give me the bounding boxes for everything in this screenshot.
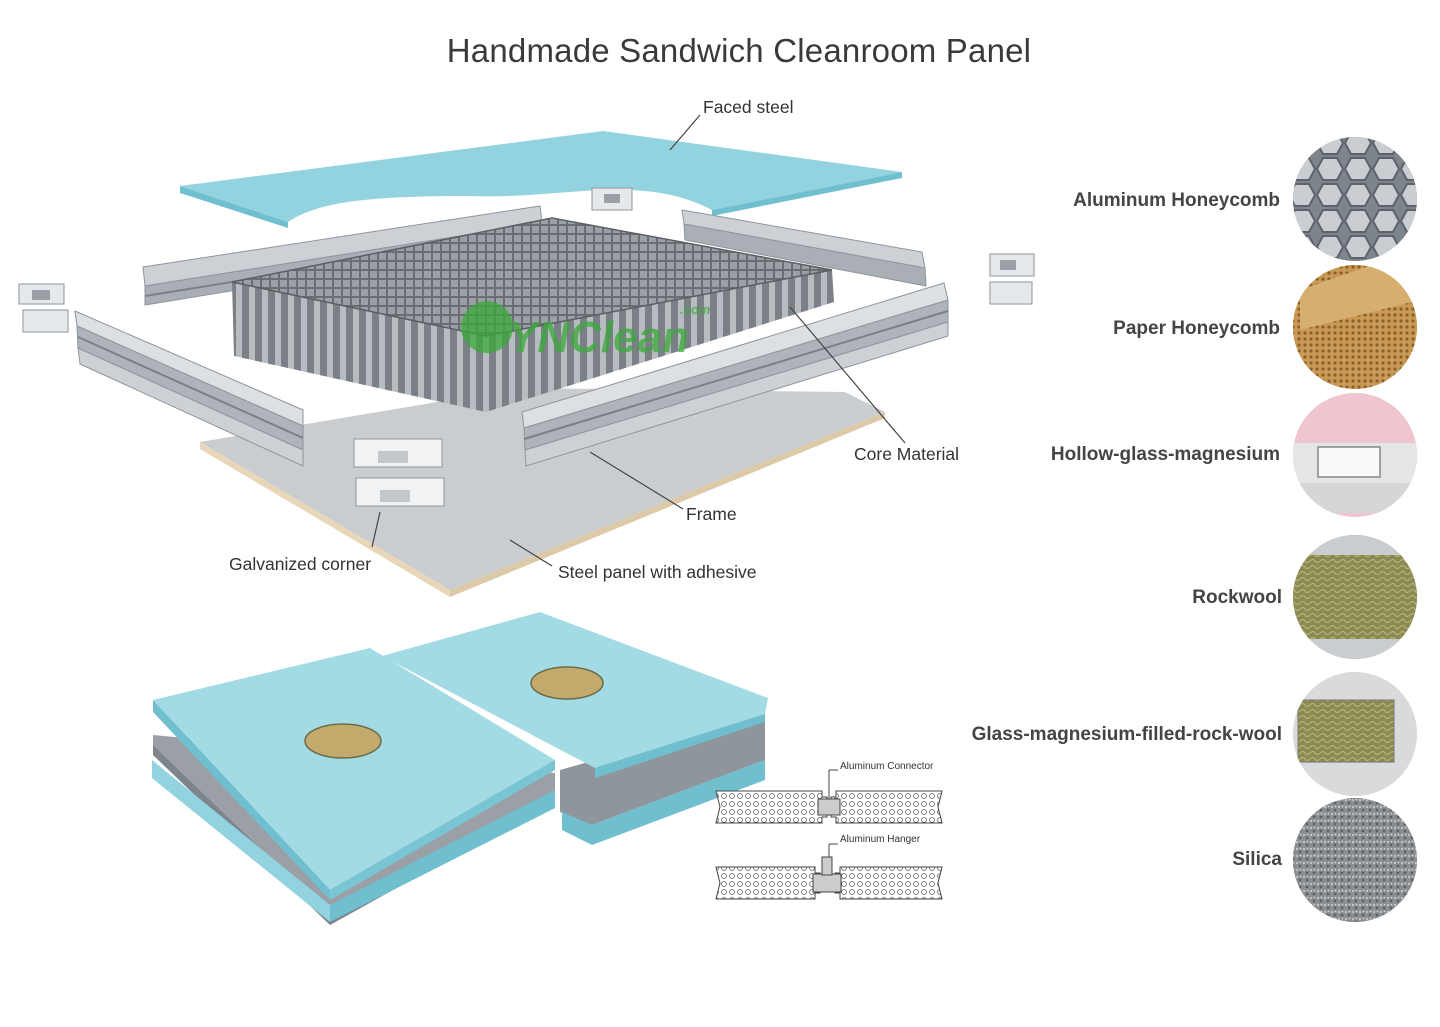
material-rockwool: Rockwool bbox=[1192, 535, 1417, 659]
corner-piece-left bbox=[18, 283, 69, 333]
material-silica: Silica bbox=[1232, 798, 1417, 922]
svg-text:Paper Honeycomb: Paper Honeycomb bbox=[1113, 318, 1280, 339]
corner-piece-right bbox=[989, 253, 1035, 305]
svg-text:Rockwool: Rockwool bbox=[1192, 587, 1282, 608]
page-title: Handmade Sandwich Cleanroom Panel bbox=[446, 32, 1032, 69]
label-frame: Frame bbox=[686, 504, 737, 524]
core-block bbox=[231, 217, 834, 412]
svg-text:Glass-magnesium-filled-rock-wo: Glass-magnesium-filled-rock-wool bbox=[972, 724, 1282, 745]
svg-text:Silica: Silica bbox=[1232, 849, 1282, 870]
label-aluminum-connector: Aluminum Connector bbox=[840, 761, 934, 772]
frame-rail-right-front bbox=[521, 282, 949, 467]
corner-piece-top bbox=[591, 187, 633, 211]
corner-piece-front bbox=[353, 438, 445, 507]
hanger-section: Aluminum Hanger bbox=[715, 834, 943, 900]
svg-text:Hollow-glass-magnesium: Hollow-glass-magnesium bbox=[1051, 444, 1280, 465]
watermark: YNClean .com bbox=[461, 301, 711, 362]
svg-text:Aluminum Honeycomb: Aluminum Honeycomb bbox=[1073, 190, 1280, 211]
label-faced-steel: Faced steel bbox=[703, 97, 793, 117]
svg-text:YNClean: YNClean bbox=[508, 313, 689, 362]
label-galvanized-corner: Galvanized corner bbox=[229, 554, 371, 574]
label-aluminum-hanger: Aluminum Hanger bbox=[840, 834, 921, 845]
label-steel-panel: Steel panel with adhesive bbox=[558, 562, 756, 582]
frame-rail-right-back bbox=[681, 209, 927, 287]
material-paper-honeycomb: Paper Honeycomb bbox=[1113, 265, 1417, 389]
material-aluminum-honeycomb: Aluminum Honeycomb bbox=[1073, 137, 1417, 261]
connector-section: Aluminum Connector bbox=[715, 761, 943, 824]
material-glass-magnesium-filled-rock-wool: Glass-magnesium-filled-rock-wool bbox=[972, 672, 1417, 796]
leader-lines bbox=[371, 114, 906, 567]
svg-text:.com: .com bbox=[680, 302, 711, 317]
label-core-material: Core Material bbox=[854, 444, 959, 464]
material-hollow-glass-magnesium: Hollow-glass-magnesium bbox=[1051, 393, 1417, 517]
frame-rail-left-front bbox=[74, 310, 304, 467]
faced-steel-sheet bbox=[180, 131, 902, 228]
assembled-panels bbox=[152, 612, 768, 925]
